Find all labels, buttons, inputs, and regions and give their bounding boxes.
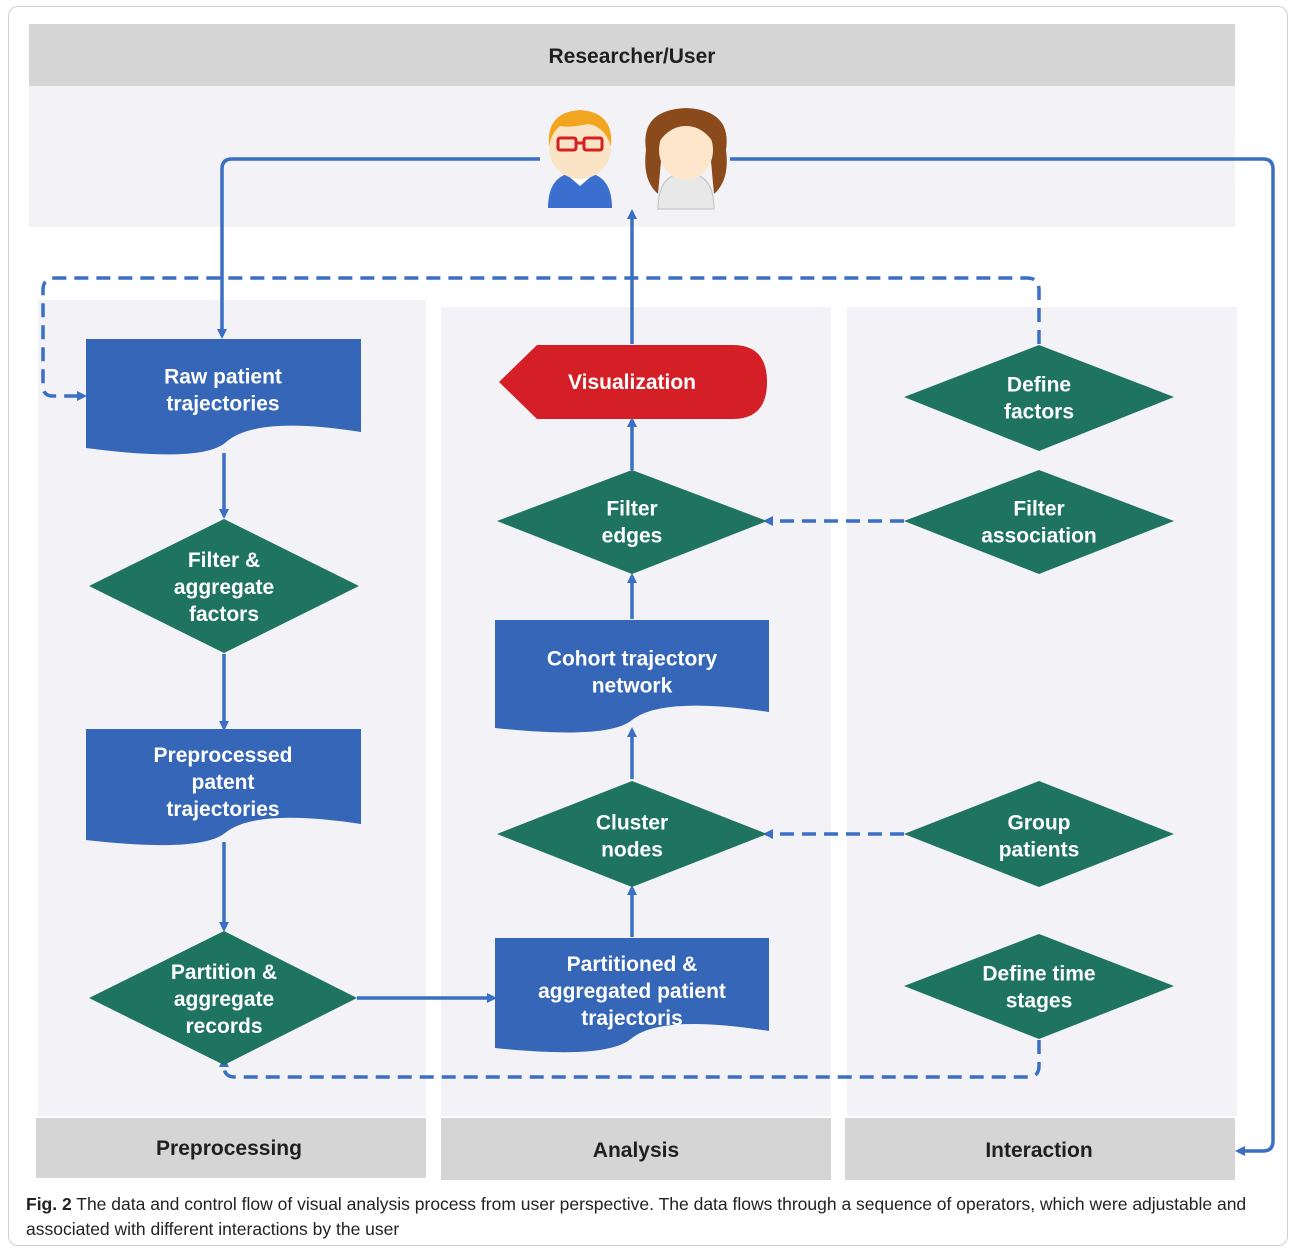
node-label-filter-aggregate-factors-line-1: Filter & [188,549,260,572]
dashed-define-factors-to-raw [41,276,1041,401]
node-label-define-factors-line-1: Define [1007,374,1071,397]
node-group-patients [904,781,1174,887]
figure-frame [8,6,1288,1246]
node-label-define-time-stages-line-2: stages [1006,990,1073,1013]
arrow-user-to-raw [217,157,540,339]
lane-label-preprocessing: Preprocessing [156,1137,302,1160]
dashed-time-stages-to-partition [219,1040,1041,1079]
node-label-filter-edges-line-2: edges [602,525,663,548]
node-filter-association [904,470,1174,574]
arrow-user-to-interaction-label [730,157,1275,1156]
node-define-factors [904,345,1174,451]
caption-text: The data and control flow of visual anal… [26,1194,1247,1239]
lane-label-interaction: Interaction [985,1139,1092,1162]
node-visualization [499,345,767,419]
user-area [29,86,1235,227]
node-label-raw-patient-trajectories-line-1: Raw patient [164,366,282,389]
node-label-partitioned-trajectories-line-3: trajectoris [581,1007,683,1030]
node-label-cluster-nodes-line-1: Cluster [596,812,668,835]
node-define-time-stages [904,934,1174,1039]
node-label-partitioned-trajectories-line-2: aggregated patient [538,980,726,1003]
node-label-define-time-stages-line-1: Define time [982,963,1095,986]
node-label-define-factors-line-2: factors [1004,401,1074,424]
node-label-filter-edges-line-1: Filter [606,498,657,521]
header-title: Researcher/User [549,45,716,68]
node-label-preprocessed-trajectories-line-2: patent [192,771,255,794]
node-label-cohort-network-line-2: network [592,675,673,698]
node-label-partition-aggregate-records-line-2: aggregate [174,988,274,1011]
node-filter-edges [497,470,767,574]
node-label-cluster-nodes-line-2: nodes [601,839,663,862]
lane-label-analysis: Analysis [593,1139,679,1162]
node-label-filter-aggregate-factors-line-2: aggregate [174,576,274,599]
node-raw-patient-trajectories [86,339,361,455]
node-label-preprocessed-trajectories-line-1: Preprocessed [154,744,293,767]
node-partitioned-trajectories [495,938,769,1053]
caption-label: Fig. 2 [26,1194,72,1214]
node-label-partition-aggregate-records-line-3: records [185,1015,262,1038]
user-female-icon [645,108,727,210]
header-band [29,24,1235,86]
node-label-raw-patient-trajectories-line-2: trajectories [166,393,279,416]
lane-label-bar-analysis [441,1118,831,1180]
node-partition-aggregate-records [89,931,357,1065]
node-label-cohort-network-line-1: Cohort trajectory [547,648,718,671]
flow-diagram: Researcher/User Preprocessing Analysis I… [29,24,1275,1180]
node-label-partitioned-trajectories-line-1: Partitioned & [567,953,698,976]
node-cohort-network [495,620,769,733]
node-cluster-nodes [497,781,767,887]
node-preprocessed-trajectories [86,729,361,846]
node-label-group-patients-line-2: patients [999,839,1080,862]
node-label-group-patients-line-1: Group [1008,812,1071,835]
node-label-filter-association-line-2: association [981,525,1097,548]
user-male-icon [548,110,612,208]
lane-label-bar-preprocessing [36,1118,426,1178]
node-label-filter-association-line-1: Filter [1013,498,1064,521]
figure-caption: Fig. 2 The data and control flow of visu… [26,1192,1276,1242]
node-filter-aggregate-factors [89,519,359,653]
node-label-preprocessed-trajectories-line-3: trajectories [166,798,279,821]
node-label-filter-aggregate-factors-line-3: factors [189,603,259,626]
node-label-partition-aggregate-records-line-1: Partition & [171,961,277,984]
lane-label-bar-interaction [845,1118,1235,1180]
node-label-visualization-line-1: Visualization [568,371,696,394]
